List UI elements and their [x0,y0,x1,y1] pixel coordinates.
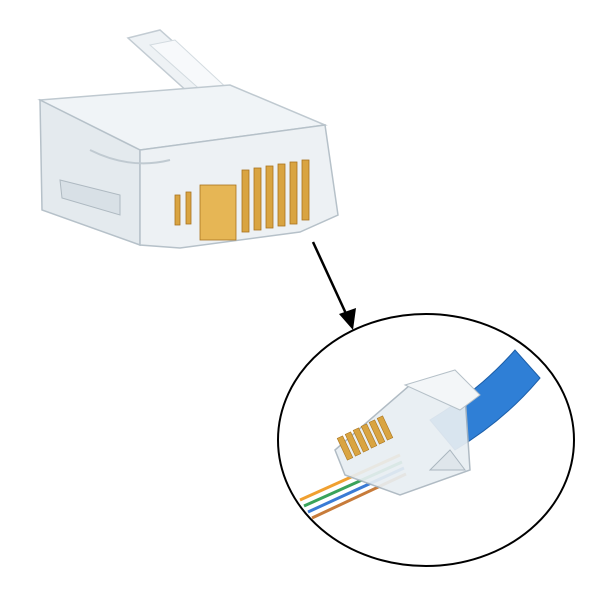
crimped-cable-image [299,349,541,520]
gold-contacts [174,159,310,241]
arrow-pointer [311,241,356,330]
rj45-connector-image [37,29,339,249]
